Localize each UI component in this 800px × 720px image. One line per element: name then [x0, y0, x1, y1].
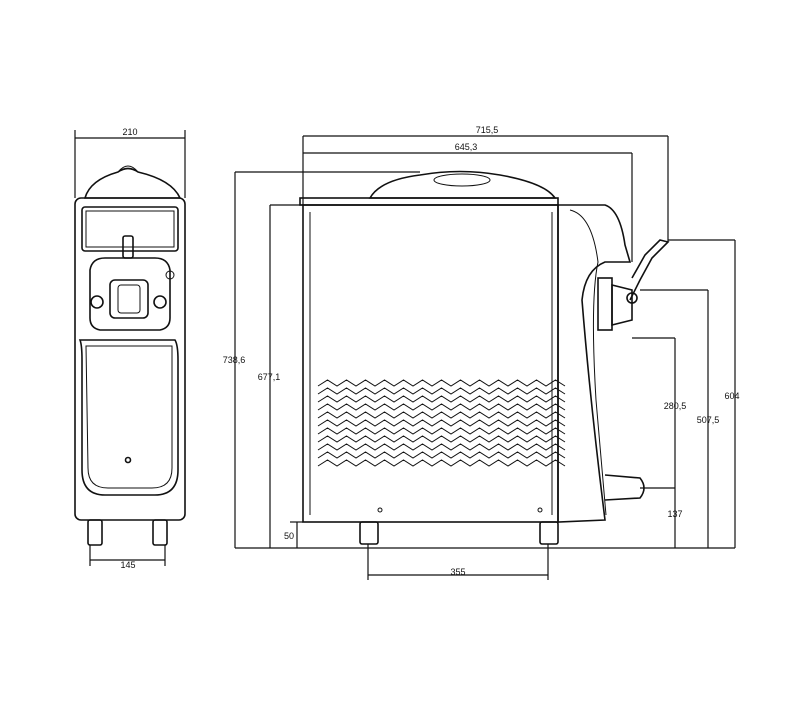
vent-row [317, 427, 566, 435]
side-dimensions: 715,5 645,3 738,6 677,1 50 355 280,5 507… [223, 125, 740, 580]
dim-total-height: 738,6 [223, 355, 246, 365]
vent-row [317, 411, 566, 419]
side-view [299, 170, 670, 545]
dim-handle-height: 604 [724, 391, 739, 401]
front-view [74, 165, 186, 546]
dim-nozzle-height: 507,5 [697, 415, 720, 425]
vent-row [317, 379, 566, 387]
dim-foot-height: 50 [284, 531, 294, 541]
vent-row [317, 395, 566, 403]
vent-row [317, 451, 566, 459]
vent-row [317, 443, 566, 451]
vent-row [317, 403, 566, 411]
vent-grille [317, 379, 566, 467]
front-dimensions: 210 145 [74, 127, 186, 570]
dim-tray-height: 280,5 [664, 401, 687, 411]
vent-row [317, 387, 566, 395]
dim-front-width: 210 [122, 127, 137, 137]
dim-body-height: 677,1 [258, 372, 281, 382]
dim-side-feet: 355 [450, 567, 465, 577]
vent-row [317, 435, 566, 443]
dim-side-total-width: 715,5 [476, 125, 499, 135]
dim-front-feet: 145 [120, 560, 135, 570]
dim-drip-tray-height: 137 [667, 509, 682, 519]
vent-row [317, 459, 566, 467]
vent-row [317, 419, 566, 427]
dim-side-width-nozzle: 645,3 [455, 142, 478, 152]
